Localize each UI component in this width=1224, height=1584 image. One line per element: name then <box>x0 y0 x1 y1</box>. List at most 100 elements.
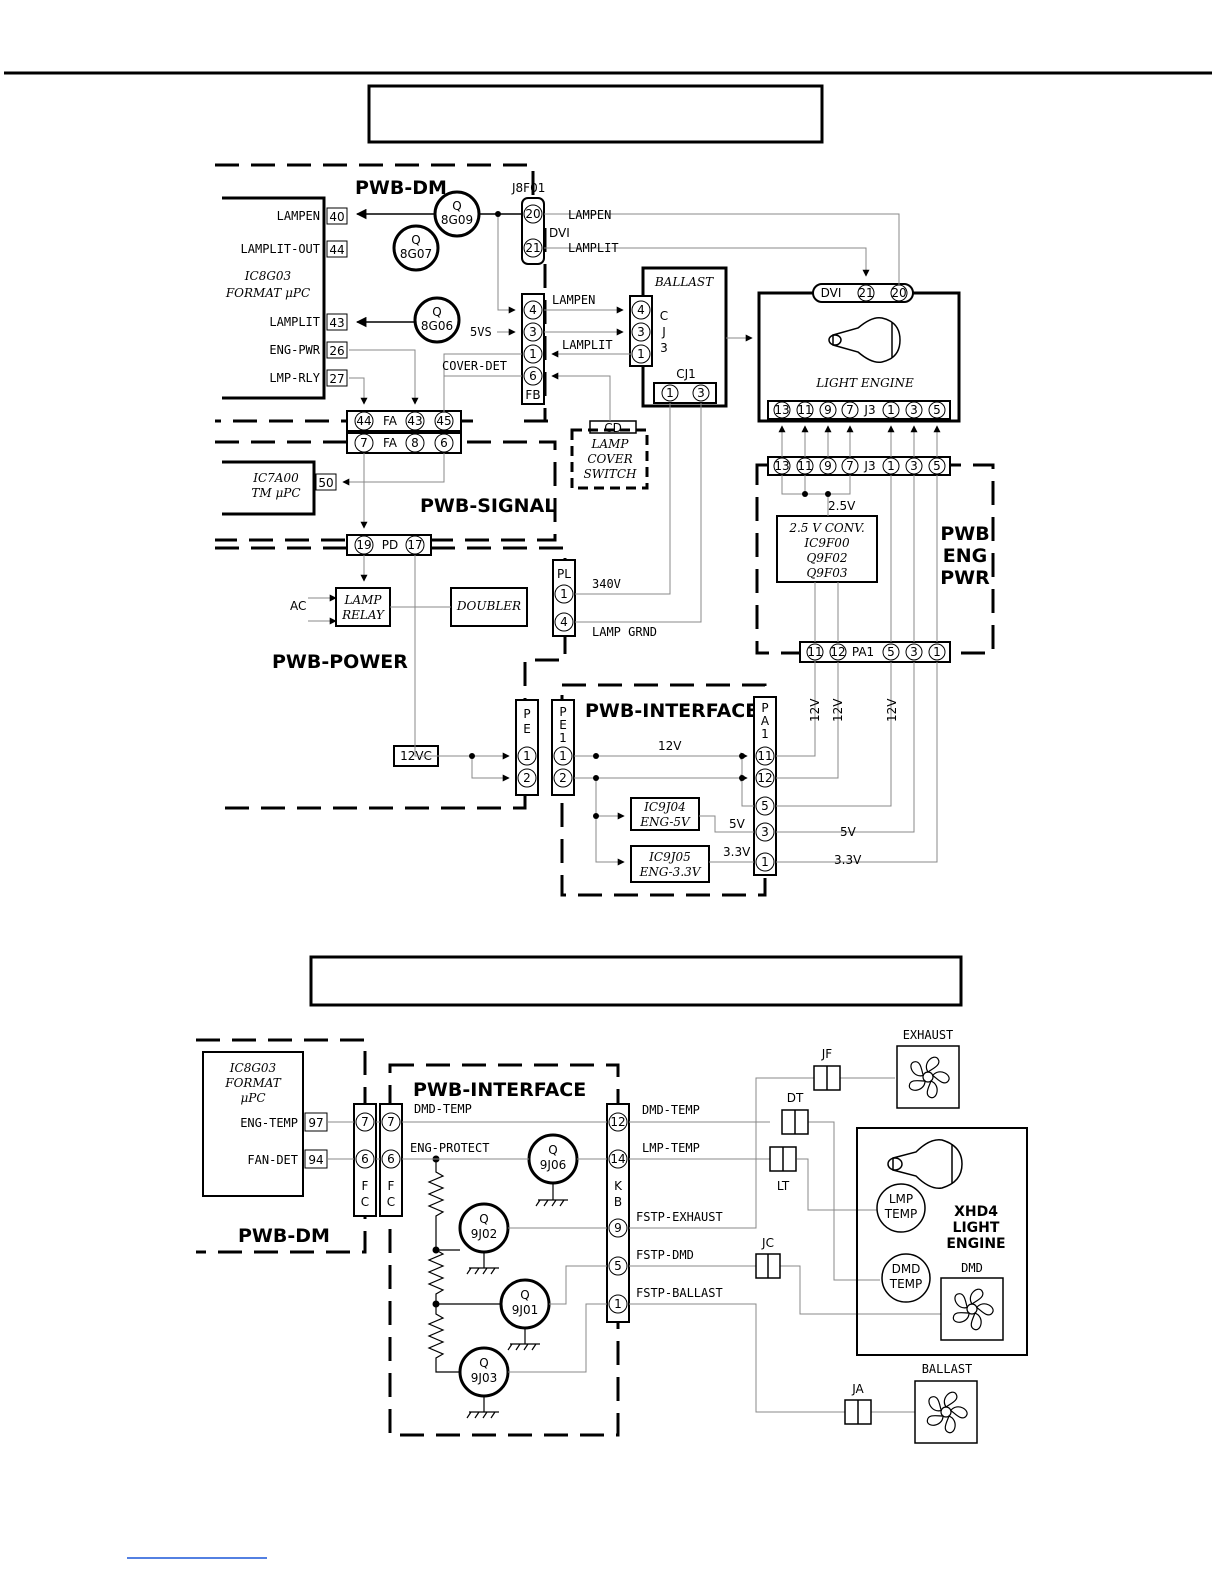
signal-lamplit-2: LAMPLIT <box>562 338 613 352</box>
conv25-block <box>776 515 878 583</box>
fc-left-pin-6: 6 <box>361 1152 369 1166</box>
j3-pe-label: J3 <box>863 459 875 473</box>
ic9j05-line-2: ENG-3.3V <box>639 865 702 879</box>
j3-le-pin-circle <box>882 401 900 419</box>
ic8g03-body <box>222 196 326 400</box>
svg-text:P: P <box>523 707 530 721</box>
ic8g03-pin-label-lampen: LAMPEN <box>277 209 320 223</box>
j3-pe-pin-5: 5 <box>933 459 941 473</box>
top-title-box <box>367 84 824 144</box>
pe-pin-2: 2 <box>523 771 531 785</box>
top-diagram: PWB-DM PWB-SIGNAL PWB-POWER PWB-INTERFAC… <box>215 84 995 897</box>
fb-pin-3: 3 <box>529 325 537 339</box>
ic9j05-line-1: IC9J05 <box>648 850 691 864</box>
signal-12v-v3: 12V <box>885 698 899 722</box>
kb-label-k: K <box>614 1179 623 1193</box>
cd-label: CD <box>604 421 622 435</box>
jc-label: JC <box>761 1236 774 1250</box>
fa-bottom-pin-8: 8 <box>411 436 419 450</box>
pa1-h-label: PA1 <box>852 645 874 659</box>
fc-left-label-f: F <box>362 1179 369 1193</box>
pl-pin-1: 1 <box>560 587 568 601</box>
q8g07-symbol <box>392 224 440 272</box>
fan-ballast-label: BALLAST <box>922 1362 973 1376</box>
ic8g03-pin-num-43: 43 <box>329 316 344 330</box>
bottom-pin-num-97: 97 <box>308 1116 323 1130</box>
pa1-v-pin-5: 5 <box>761 799 769 813</box>
ic8g03-pin-label-lamplit-out: LAMPLIT-OUT <box>241 242 320 256</box>
j3-pe-pin-9: 9 <box>824 459 832 473</box>
pl-label: PL <box>557 567 571 581</box>
pa1-h-pin-12: 12 <box>830 645 845 659</box>
kb-pin-5: 5 <box>614 1259 622 1273</box>
ic8g03-pin-label-lmp-rly: LMP-RLY <box>269 371 320 385</box>
lamp-icon <box>828 316 901 364</box>
signal-5vs: 5VS <box>470 325 492 339</box>
j3-pe-pin-circle <box>905 457 923 475</box>
bottom-ic8g03-body <box>202 1051 304 1197</box>
j3-pe-pin-1: 1 <box>887 459 895 473</box>
kb-connector <box>606 1103 630 1323</box>
ic9j04-block <box>630 797 700 831</box>
bottom-signal-fstp-exhaust: FSTP-EXHAUST <box>636 1210 723 1224</box>
q9j01-q: Q <box>520 1288 529 1302</box>
j8f01-label: J8F01 <box>511 181 545 195</box>
fb-label: FB <box>525 388 540 402</box>
pwb-eng-pwr-label-1: PWB <box>940 523 989 545</box>
j3-pe-pin-11: 11 <box>797 459 812 473</box>
bottom-ic8g03-name-1: IC8G03 <box>229 1061 277 1075</box>
bottom-signal-dmd-temp-1: DMD-TEMP <box>414 1102 472 1116</box>
q8g09-q: Q <box>452 199 461 213</box>
pa1-h-pin-1: 1 <box>933 645 941 659</box>
ic7a00-name-2: TM μPC <box>251 486 300 500</box>
xhd4-line-3: ENGINE <box>946 1236 1005 1252</box>
signal-12v: 12V <box>658 739 682 753</box>
fa-top-pin-44: 44 <box>356 414 371 428</box>
kb-pin-12: 12 <box>610 1115 625 1129</box>
fa-top-label: FA <box>383 414 398 428</box>
q9j06-q: Q <box>548 1143 557 1157</box>
pa1-v-pin-12: 12 <box>757 771 772 785</box>
pe1-pin-1: 1 <box>559 749 567 763</box>
cj3-label-3: 3 <box>660 341 668 355</box>
j3-pe-pin-circle <box>819 457 837 475</box>
pa1-v-pin-circle <box>755 796 775 816</box>
bottom-signal-fstp-ballast: FSTP-BALLAST <box>636 1286 723 1300</box>
q9j03-q: Q <box>479 1356 488 1370</box>
exhaust-fan-icon <box>896 1045 960 1109</box>
lmp-temp-line-1: LMP <box>889 1192 913 1206</box>
j3-le-pin-circle <box>796 401 814 419</box>
pa1-v-pin-circle <box>755 852 775 872</box>
dvi-le-pin-21: 21 <box>858 286 873 300</box>
j3-pe-pin-circle <box>841 457 859 475</box>
pwb-interface-label: PWB-INTERFACE <box>585 700 758 722</box>
j3-pe-pin-circle <box>796 457 814 475</box>
j3-le-pin-3: 3 <box>910 403 918 417</box>
lamp-relay-line-2: RELAY <box>341 608 385 622</box>
pd-pin-17: 17 <box>407 538 422 552</box>
j3-le-pin-circle <box>841 401 859 419</box>
q9j06-id: 9J06 <box>540 1158 566 1172</box>
j3-le-label: J3 <box>863 403 875 417</box>
pa1-v-pin-circle <box>755 746 775 766</box>
j8f01-pin-20: 20 <box>525 207 540 221</box>
pwb-eng-pwr-label-2: ENG <box>943 545 987 567</box>
signal-33v-a: 3.3V <box>723 845 751 859</box>
bottom-signal-lmp-temp: LMP-TEMP <box>642 1141 700 1155</box>
j8f01-pin-21: 21 <box>525 241 540 255</box>
svg-text:E: E <box>523 722 531 736</box>
pwb-signal-label: PWB-SIGNAL <box>420 495 556 517</box>
signal-12v-v1: 12V <box>808 698 822 722</box>
ac-label: AC <box>290 599 306 613</box>
pa1-h-pin-circle <box>905 643 923 661</box>
signal-lampen-1: LAMPEN <box>568 208 611 222</box>
signal-12v-v2: 12V <box>831 698 845 722</box>
bottom-pin-label-fan-det: FAN-DET <box>247 1153 298 1167</box>
pe-pin-1: 1 <box>523 749 531 763</box>
lamp-cover-switch-block <box>570 428 649 490</box>
pd-pin-19: 19 <box>356 538 371 552</box>
doubler-label: DOUBLER <box>456 599 521 613</box>
ic8g03-pin-num-27: 27 <box>329 372 344 386</box>
